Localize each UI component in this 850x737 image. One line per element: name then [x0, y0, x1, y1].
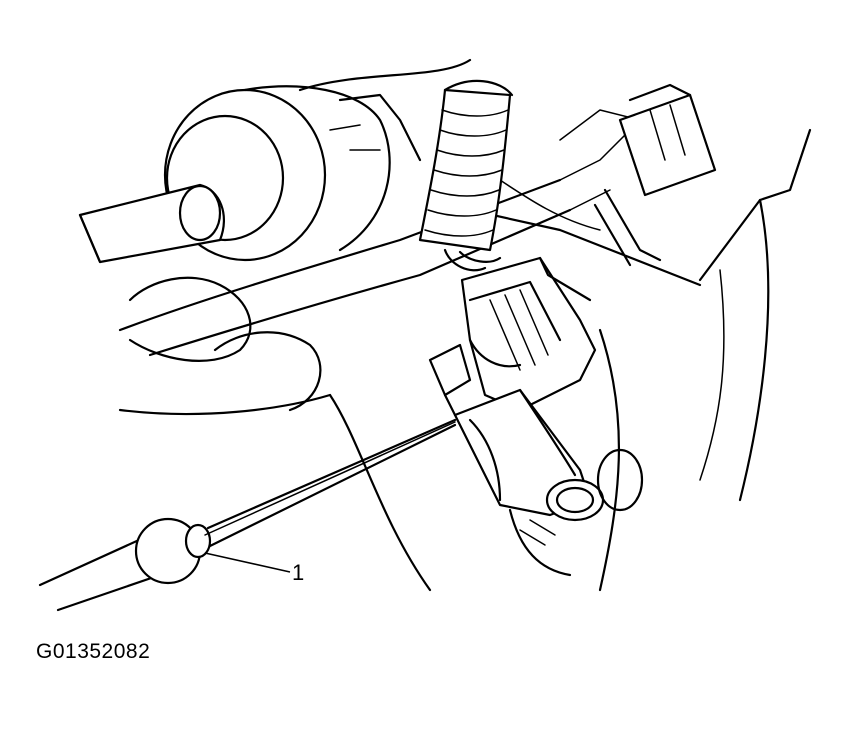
callout-leader-line [204, 552, 291, 573]
probe-tool [38, 418, 457, 612]
callout-number: 1 [292, 560, 304, 585]
figure-code: G01352082 [36, 640, 151, 663]
injector-boss [508, 448, 644, 577]
fuel-pipe [78, 183, 225, 264]
upper-connector [593, 83, 717, 267]
corrugated-harness [418, 79, 514, 272]
component-illustration: 1 [38, 58, 812, 612]
main-connector [460, 256, 597, 412]
engine-block-outline [118, 58, 812, 592]
fuel-injector [428, 343, 605, 522]
